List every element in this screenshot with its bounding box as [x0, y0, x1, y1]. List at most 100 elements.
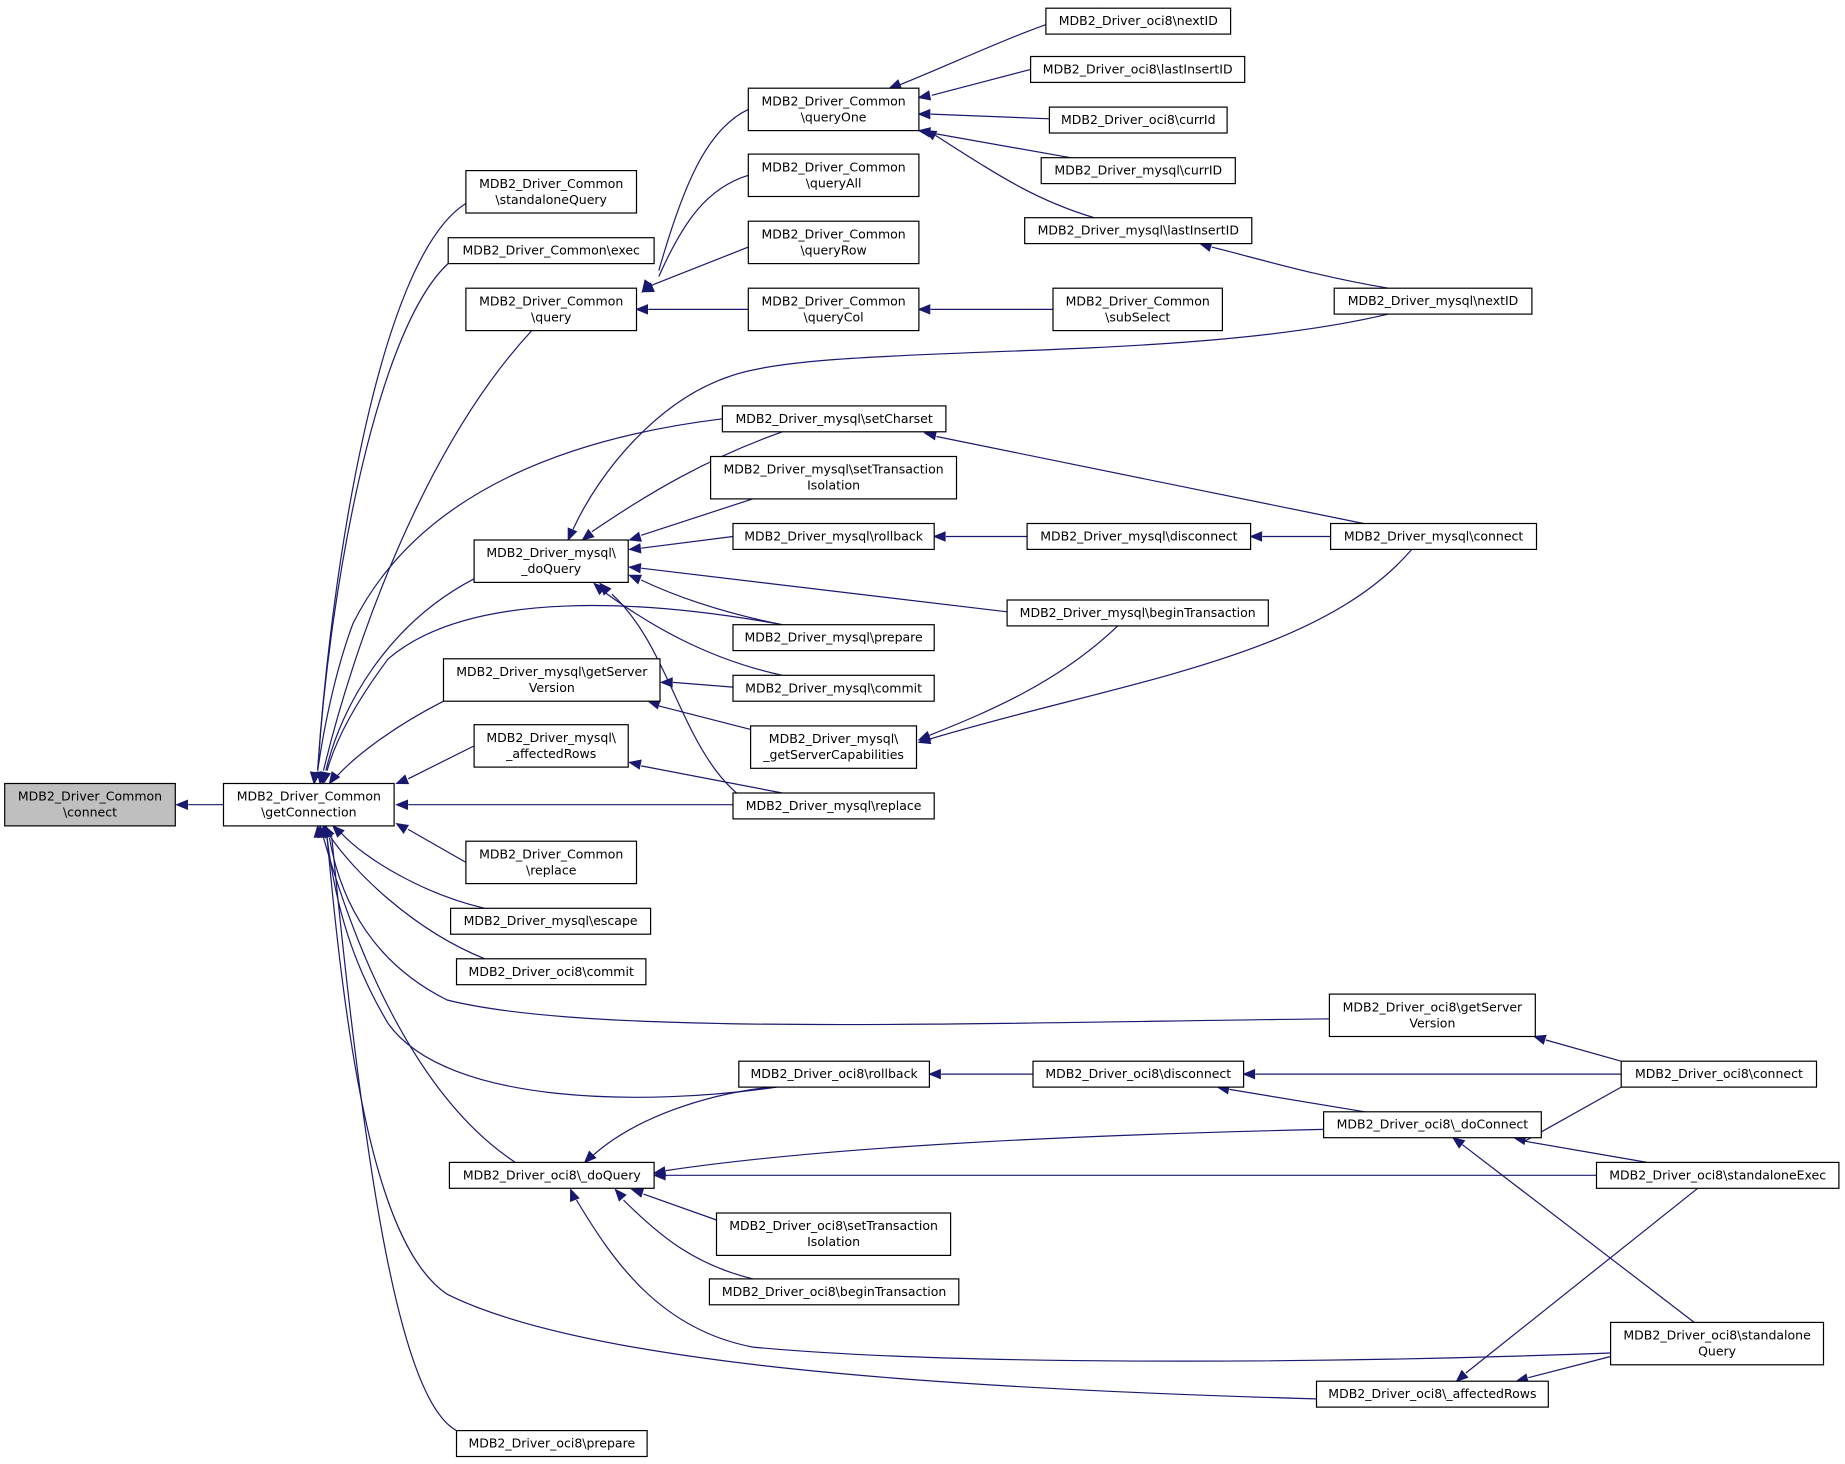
- node-label: MDB2_Driver_oci8\nextID: [1059, 13, 1218, 28]
- node-box: [749, 725, 918, 769]
- arrowhead-icon: [1249, 531, 1263, 542]
- graph-node-n11[interactable]: MDB2_Driver_oci8\_doQuery: [448, 1161, 655, 1189]
- graph-node-n16[interactable]: MDB2_Driver_Common\queryCol: [747, 287, 920, 332]
- arrowhead-icon: [923, 130, 938, 141]
- graph-node-n34[interactable]: MDB2_Driver_mysql\beginTransaction: [1006, 599, 1269, 627]
- edge-line: [929, 625, 1119, 736]
- node-box: [747, 153, 920, 198]
- graph-node-n2[interactable]: MDB2_Driver_Common\standaloneQuery: [465, 170, 638, 214]
- graph-node-n26[interactable]: MDB2_Driver_oci8\beginTransaction: [708, 1278, 960, 1306]
- graph-node-n12[interactable]: MDB2_Driver_oci8\prepare: [455, 1429, 648, 1458]
- graph-node-n9[interactable]: MDB2_Driver_mysql\escape: [450, 907, 652, 935]
- node-box: [747, 287, 920, 332]
- call-edge-n34-to-n22: [917, 625, 1119, 741]
- node-box: [4, 782, 176, 827]
- node-label: MDB2_Driver_mysql\: [769, 731, 899, 746]
- graph-node-n15[interactable]: MDB2_Driver_Common\queryRow: [747, 220, 920, 265]
- call-edge-n36-to-n5: [567, 313, 1389, 542]
- node-label: MDB2_Driver_Common: [761, 159, 905, 174]
- node-label: MDB2_Driver_Common\exec: [462, 243, 640, 258]
- call-edge-n42-to-n40: [1455, 1187, 1699, 1383]
- arrowhead-icon: [395, 774, 410, 785]
- node-label: MDB2_Driver_oci8\standalone: [1623, 1328, 1811, 1343]
- call-edge-n17-to-n1: [310, 418, 723, 785]
- call-edge-n23-to-n1: [395, 799, 733, 810]
- graph-node-n36[interactable]: MDB2_Driver_mysql\nextID: [1333, 287, 1533, 315]
- call-edge-n16-to-n4: [635, 304, 749, 315]
- node-box: [709, 455, 958, 500]
- node-box: [747, 87, 920, 132]
- arrowhead-icon: [614, 1188, 627, 1202]
- node-box: [1029, 55, 1246, 83]
- graph-node-n24[interactable]: MDB2_Driver_oci8\rollback: [738, 1060, 930, 1088]
- arrowhead-icon: [569, 1188, 580, 1203]
- arrowhead-icon: [331, 824, 345, 838]
- node-label: \queryRow: [800, 242, 866, 257]
- graph-node-n42[interactable]: MDB2_Driver_oci8\standaloneExec: [1595, 1161, 1840, 1189]
- node-box: [473, 724, 629, 768]
- arrowhead-icon: [567, 527, 578, 542]
- node-label: \queryOne: [801, 109, 867, 124]
- edge-line: [1462, 1144, 1695, 1323]
- edge-line: [623, 1199, 754, 1280]
- graph-node-n33[interactable]: MDB2_Driver_mysql\disconnect: [1026, 522, 1252, 550]
- arrowhead-icon: [628, 563, 642, 574]
- arrowhead-icon: [630, 1187, 645, 1198]
- arrowhead-icon: [652, 1170, 666, 1181]
- graph-node-n32[interactable]: MDB2_Driver_Common\subSelect: [1052, 287, 1223, 332]
- edge-line: [326, 837, 1317, 1400]
- graph-node-n22[interactable]: MDB2_Driver_mysql\_getServerCapabilities: [749, 725, 918, 769]
- arrowhead-icon: [581, 528, 595, 541]
- graph-node-n39[interactable]: MDB2_Driver_oci8\_doConnect: [1322, 1111, 1542, 1139]
- graph-node-n23[interactable]: MDB2_Driver_mysql\replace: [732, 792, 935, 820]
- node-box: [1322, 1111, 1542, 1139]
- graph-node-n21[interactable]: MDB2_Driver_mysql\commit: [732, 674, 935, 702]
- graph-node-n41[interactable]: MDB2_Driver_oci8\connect: [1620, 1060, 1818, 1088]
- graph-node-n27[interactable]: MDB2_Driver_oci8\nextID: [1045, 7, 1232, 35]
- arrowhead-icon: [635, 304, 648, 315]
- arrowhead-icon: [659, 677, 673, 688]
- graph-node-n18[interactable]: MDB2_Driver_mysql\setTransactionIsolatio…: [709, 455, 958, 500]
- node-label: _getServerCapabilities: [762, 747, 904, 762]
- graph-node-n5[interactable]: MDB2_Driver_mysql\_doQuery: [473, 539, 629, 584]
- graph-node-n28[interactable]: MDB2_Driver_oci8\lastInsertID: [1029, 55, 1246, 83]
- call-edge-n37-to-n22: [917, 549, 1413, 745]
- graph-node-n14[interactable]: MDB2_Driver_Common\queryAll: [747, 153, 920, 198]
- arrowhead-icon: [1532, 1034, 1547, 1045]
- graph-node-n17[interactable]: MDB2_Driver_mysql\setCharset: [721, 405, 947, 433]
- graph-node-n40[interactable]: MDB2_Driver_oci8\_affectedRows: [1315, 1380, 1549, 1408]
- call-edge-n9-to-n1: [331, 824, 485, 909]
- graph-node-n10[interactable]: MDB2_Driver_oci8\commit: [455, 958, 647, 986]
- graph-node-n3[interactable]: MDB2_Driver_Common\exec: [447, 237, 655, 265]
- arrowhead-icon: [628, 531, 642, 542]
- graph-node-n19[interactable]: MDB2_Driver_mysql\rollback: [732, 522, 935, 550]
- graph-node-n30[interactable]: MDB2_Driver_mysql\currID: [1040, 157, 1236, 185]
- call-edge-n40-to-n1: [318, 824, 1317, 1400]
- node-label: _doQuery: [520, 561, 581, 576]
- graph-node-n43[interactable]: MDB2_Driver_oci8\standaloneQuery: [1609, 1321, 1825, 1366]
- graph-node-n1[interactable]: MDB2_Driver_Common\getConnection: [222, 782, 395, 827]
- edge-line: [325, 578, 475, 771]
- edge-line: [407, 745, 475, 780]
- graph-node-n31[interactable]: MDB2_Driver_mysql\lastInsertID: [1024, 217, 1253, 245]
- edge-line: [930, 549, 1413, 740]
- graph-node-n0[interactable]: MDB2_Driver_Common\connect: [4, 782, 176, 827]
- graph-node-n13[interactable]: MDB2_Driver_Common\queryOne: [747, 87, 920, 132]
- graph-node-n8[interactable]: MDB2_Driver_Common\replace: [465, 840, 638, 885]
- node-label: MDB2_Driver_Common: [237, 789, 381, 804]
- call-edge-n42-to-n39: [1512, 1134, 1648, 1163]
- node-label: MDB2_Driver_Common: [479, 846, 623, 861]
- graph-node-n29[interactable]: MDB2_Driver_oci8\currId: [1048, 106, 1228, 134]
- node-label: MDB2_Driver_mysql\commit: [745, 680, 922, 695]
- graph-node-n37[interactable]: MDB2_Driver_mysql\connect: [1329, 522, 1538, 550]
- arrowhead-icon: [928, 1068, 941, 1080]
- graph-node-n35[interactable]: MDB2_Driver_oci8\disconnect: [1032, 1060, 1245, 1088]
- node-box: [465, 840, 638, 885]
- graph-node-n7[interactable]: MDB2_Driver_mysql\_affectedRows: [473, 724, 629, 768]
- node-box: [721, 405, 947, 433]
- graph-node-n20[interactable]: MDB2_Driver_mysql\prepare: [732, 624, 935, 652]
- graph-node-n4[interactable]: MDB2_Driver_Common\query: [465, 287, 638, 332]
